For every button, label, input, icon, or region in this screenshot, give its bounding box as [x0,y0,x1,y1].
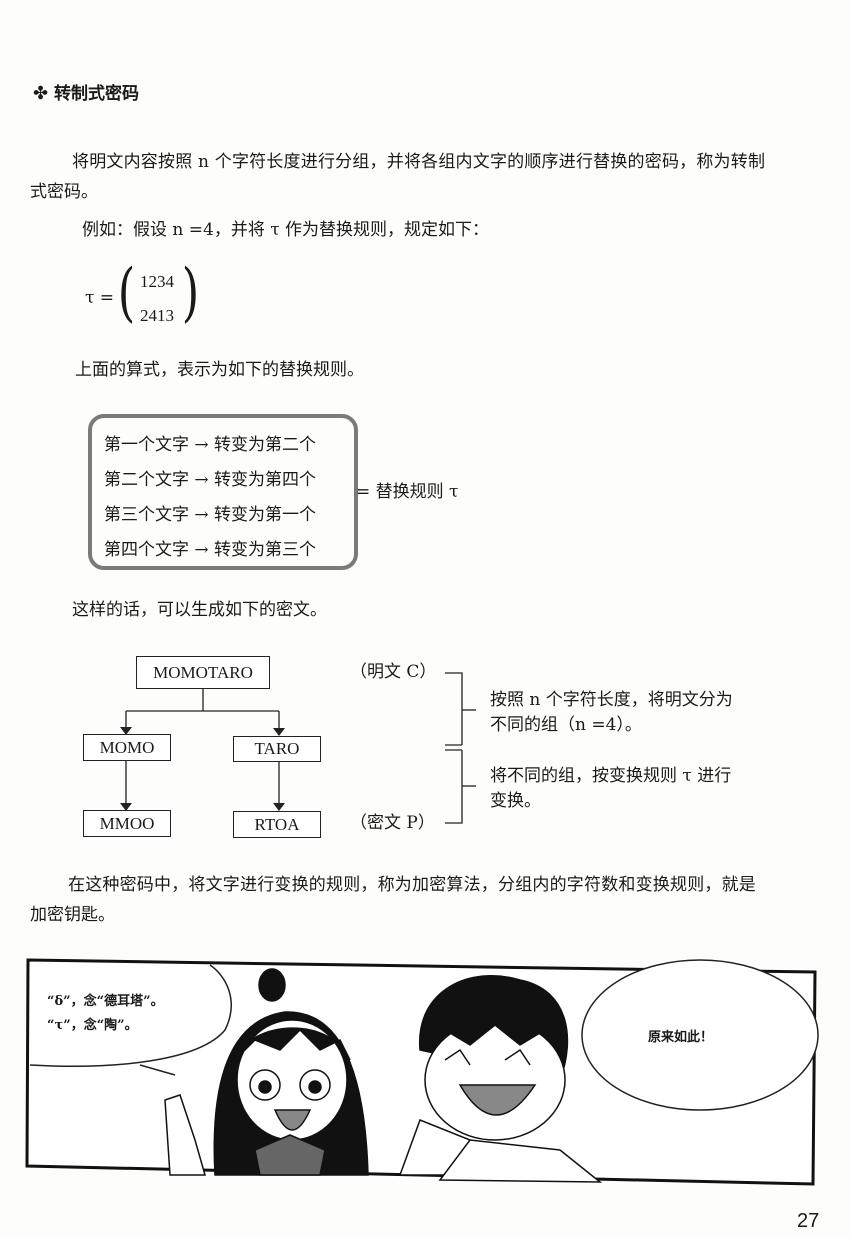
example-text: 例如：假设 n =4，并将 τ 作为替换规则，规定如下： [82,220,490,240]
conclusion-line-1: 在这种密码中，将文字进行变换的规则，称为加密算法，分组内的字符数和变换规则，就是 [68,875,756,895]
rules-label: = 替换规则 τ [356,482,459,502]
left-paren: ( [117,256,136,330]
rule-box: 第一个文字 → 转变为第二个 第二个文字 → 转变为第四个 第三个文字 → 转变… [88,414,358,570]
cipher-box: MMOO [83,810,171,837]
rule-item: 第一个文字 → 转变为第二个 [104,435,317,455]
intro-line-2: 式密码。 [30,182,98,202]
rule-item: 第三个文字 → 转变为第一个 [104,505,317,525]
bubble-line: “δ”，念“德耳塔”。 [47,994,164,1009]
cipher-box: RTOA [233,811,321,838]
cipher-intro: 这样的话，可以生成如下的密文。 [72,600,327,620]
conclusion-line-2: 加密钥匙。 [30,905,115,925]
section-heading: ✤ 转制式密码 [33,79,139,104]
rule-intro: 上面的算式，表示为如下的替换规则。 [75,360,364,380]
step2-line: 变换。 [490,791,541,811]
plaintext-label: （明文 C） [350,662,437,682]
page-number: 27 [797,1210,820,1232]
clover-icon: ✤ [33,83,49,104]
left-speech-bubble [29,964,232,1076]
group-box: TARO [233,736,321,762]
formula-lhs: τ = [85,288,115,308]
left-bubble-text: “δ”，念“德耳塔”。 “τ”，念“陶”。 [47,990,164,1038]
section-title: 转制式密码 [54,84,140,104]
right-speech-bubble [581,959,819,1111]
formula-top: 1234 [140,272,174,291]
group-box: MOMO [83,734,171,761]
rule-item: 第四个文字 → 转变为第三个 [104,540,317,560]
ciphertext-label: （密文 P） [350,813,435,833]
plaintext-box: MOMOTARO [136,656,270,689]
rule-item: 第二个文字 → 转变为第四个 [104,470,317,490]
right-paren: ) [181,256,200,330]
step1-line: 按照 n 个字符长度，将明文分为 [490,690,733,710]
right-bubble-text: 原来如此！ [648,1030,714,1045]
formula-bottom: 2413 [140,306,174,325]
bubble-line: “τ”，念“陶”。 [47,1018,138,1033]
intro-line-1: 将明文内容按照 n 个字符长度进行分组，并将各组内文字的顺序进行替换的密码，称为… [72,152,766,172]
step1-line: 不同的组（n =4）。 [490,715,642,735]
step2-line: 将不同的组，按变换规则 τ 进行 [490,766,732,786]
